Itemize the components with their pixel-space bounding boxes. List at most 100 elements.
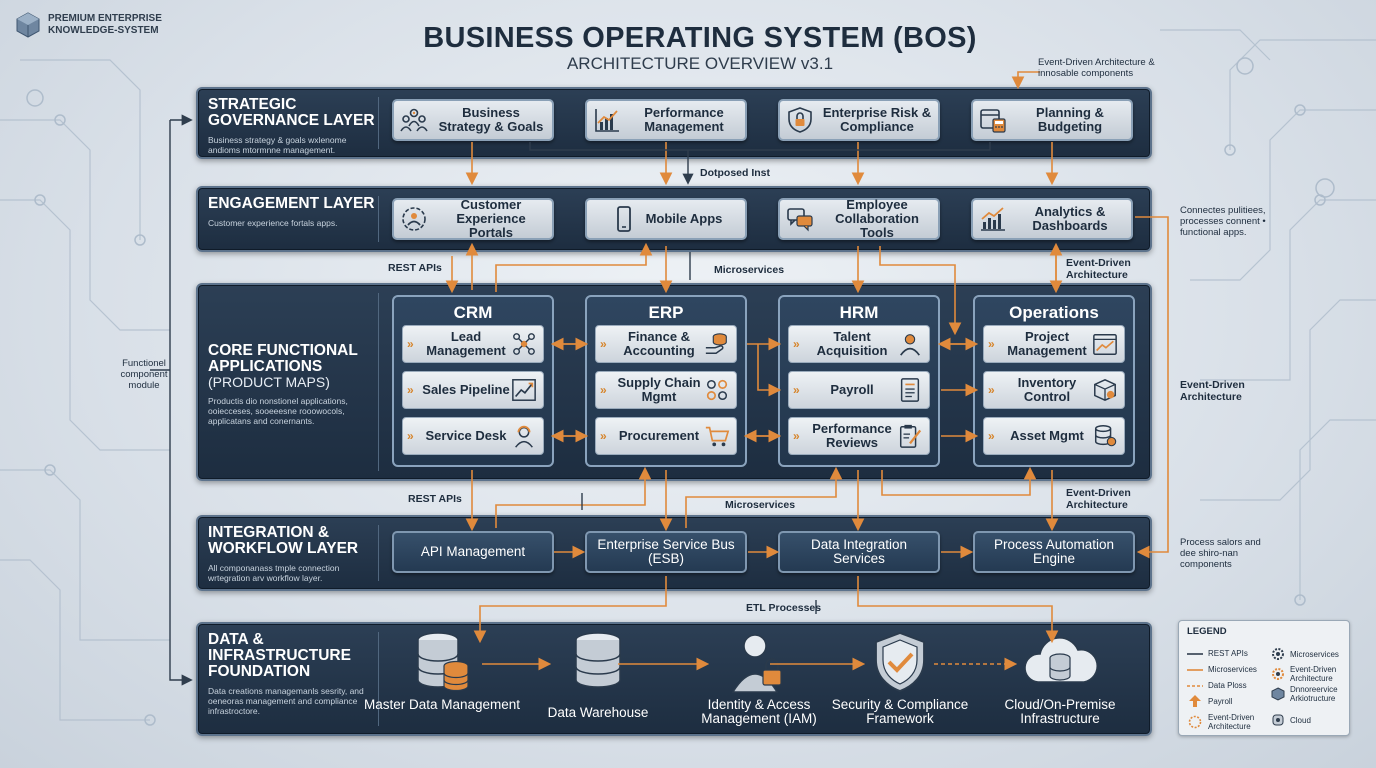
iam-item[interactable]: Identity & Access Management (IAM) [679, 630, 839, 726]
arrow-icon [1189, 695, 1201, 707]
bar-chart-icon [595, 109, 619, 132]
team-icon [400, 108, 428, 132]
enterprise-risk-card[interactable]: Enterprise Risk & Compliance [778, 99, 940, 141]
data-infrastructure-layer: DATA & INFRASTRUCTURE FOUNDATION Data cr… [196, 622, 1152, 736]
annotation-process: Process salors and dee shiro-nan compone… [1180, 537, 1261, 570]
legend-label: Event-Driven Architecture [1290, 665, 1337, 683]
support-agent-icon [515, 425, 533, 448]
brand: PREMIUM ENTERPRISE KNOWLEDGE-SYSTEM [16, 12, 162, 38]
data-warehouse-item[interactable]: Data Warehouse [518, 630, 678, 720]
layer-description: Customer experience fortals apps. [208, 218, 338, 228]
chevron-right-icon: » [407, 429, 414, 443]
layer-subtitle: (PRODUCT MAPS) [208, 374, 330, 390]
annotation-rest-apis-bottom: REST APIs [408, 493, 462, 505]
master-data-item[interactable]: Master Data Management [362, 630, 522, 712]
module-label: Performance Reviews [812, 421, 892, 450]
shield-lock-icon [788, 107, 812, 133]
orange-line-icon [1187, 668, 1203, 671]
sales-pipeline-module[interactable]: » Sales Pipeline [402, 371, 544, 409]
layer-title: CORE FUNCTIONAL APPLICATIONS [208, 342, 358, 375]
performance-reviews-module[interactable]: » Performance Reviews [788, 417, 930, 455]
hex-icon [1271, 687, 1285, 701]
mobile-apps-card[interactable]: Mobile Apps [585, 198, 747, 240]
analytics-dashboards-card[interactable]: Analytics & Dashboards [971, 198, 1133, 240]
cloud-infrastructure-item[interactable]: Cloud/On-Premise Infrastructure [980, 630, 1140, 726]
layer-title: STRATEGIC GOVERNANCE LAYER [208, 96, 375, 129]
data-item-label: Identity & Access Management (IAM) [701, 697, 817, 726]
gear-orange-icon [1272, 668, 1284, 680]
module-label: Talent Acquisition [816, 329, 888, 358]
layer-title: ENGAGEMENT LAYER [208, 195, 375, 212]
module-label: Asset Mgmt [1010, 428, 1084, 443]
business-strategy-card[interactable]: Business Strategy & Goals [392, 99, 554, 141]
payroll-module[interactable]: » Payroll [788, 371, 930, 409]
legend: LEGEND REST APIs Microservices Microserv… [1178, 620, 1350, 736]
module-label: Lead Management [426, 329, 506, 358]
cart-icon [705, 426, 730, 447]
annotation-dotposed: Dotposed Inst [700, 167, 770, 179]
strategic-governance-layer: STRATEGIC GOVERNANCE LAYER Business stra… [196, 87, 1152, 159]
card-label: Enterprise Risk & Compliance [822, 105, 932, 134]
page-subtitle: ARCHITECTURE OVERVIEW v3.1 [566, 54, 834, 73]
chevron-right-icon: » [600, 429, 607, 443]
cloud-db-icon [1024, 637, 1099, 683]
service-desk-module[interactable]: » Service Desk [402, 417, 544, 455]
column-title: Operations [1009, 303, 1099, 322]
legend-label: Cloud [1290, 715, 1311, 725]
layer-separator [378, 525, 379, 581]
gear-icon [1272, 648, 1284, 660]
employee-collaboration-card[interactable]: Employee Collaboration Tools [778, 198, 940, 240]
operations-column: Operations » Project Management » Invent… [973, 295, 1135, 467]
inventory-control-module[interactable]: » Inventory Control [983, 371, 1125, 409]
data-item-label: Data Warehouse [547, 705, 649, 720]
page-title: BUSINESS OPERATING SYSTEM (BOS) [423, 22, 977, 54]
layer-separator [378, 293, 379, 471]
warehouse-db-icon [575, 632, 621, 688]
card-label: Business Strategy & Goals [438, 105, 544, 134]
procurement-module[interactable]: » Procurement [595, 417, 737, 455]
legend-item: Data Ploss [1187, 681, 1247, 690]
esb-card[interactable]: Enterprise Service Bus (ESB) [585, 531, 747, 573]
api-management-card[interactable]: API Management [392, 531, 554, 573]
module-label: Procurement [618, 428, 700, 443]
annotation-functional-module: Functionel component module [120, 358, 168, 391]
layer-separator [378, 196, 379, 242]
chevron-right-icon: » [988, 337, 995, 351]
layer-description: Data creations managemanls sesrity, and … [208, 686, 364, 716]
planning-budgeting-card[interactable]: Planning & Budgeting [971, 99, 1133, 141]
lead-management-module[interactable]: » Lead Management [402, 325, 544, 363]
layer-description: Productis dio nonstionel applications, o… [208, 396, 348, 426]
module-label: Payroll [830, 382, 874, 397]
process-automation-card[interactable]: Process Automation Engine [973, 531, 1135, 573]
money-icon [705, 333, 727, 355]
data-integration-card[interactable]: Data Integration Services [778, 531, 940, 573]
card-label: Employee Collaboration Tools [835, 197, 919, 240]
security-compliance-item[interactable]: Security & Compliance Framework [820, 630, 980, 726]
legend-label: REST APIs [1208, 649, 1248, 658]
annotation-etl: ETL Processes [746, 602, 822, 614]
layer-title: DATA & INFRASTRUCTURE FOUNDATION [208, 631, 351, 680]
layer-separator [378, 97, 379, 149]
network-icon [513, 333, 535, 355]
shield-check-icon [875, 632, 925, 692]
module-label: Project Management [1007, 329, 1087, 358]
column-title: ERP [648, 303, 684, 322]
card-label: Mobile Apps [645, 211, 723, 226]
engagement-layer: ENGAGEMENT LAYER Customer experience for… [196, 186, 1152, 252]
annotation-rest-apis-top: REST APIs [388, 262, 442, 274]
calendar-calculator-icon [980, 109, 1006, 133]
asset-mgmt-module[interactable]: » Asset Mgmt [983, 417, 1125, 455]
supply-chain-module[interactable]: » Supply Chain Mgmt [595, 371, 737, 409]
legend-item: Microservices [1271, 647, 1339, 661]
module-label: Supply Chain Mgmt [617, 375, 701, 404]
customer-experience-card[interactable]: Customer Experience Portals [392, 198, 554, 240]
document-icon [900, 378, 920, 402]
finance-accounting-module[interactable]: » Finance & Accounting [595, 325, 737, 363]
legend-item: Microservices [1187, 665, 1257, 674]
performance-management-card[interactable]: Performance Management [585, 99, 747, 141]
talent-acquisition-module[interactable]: » Talent Acquisition [788, 325, 930, 363]
card-label: Performance Management [644, 105, 724, 134]
supply-cycle-icon [706, 379, 728, 401]
project-management-module[interactable]: » Project Management [983, 325, 1125, 363]
annotation-microservices-bottom: Microservices [725, 499, 796, 511]
